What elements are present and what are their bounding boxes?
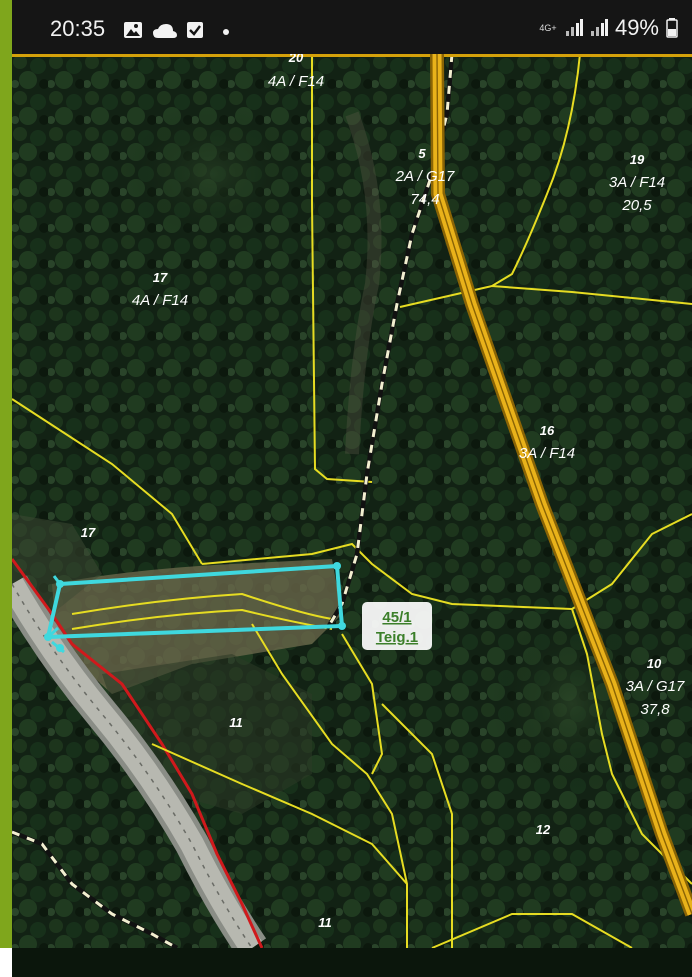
signal-icon — [565, 19, 583, 36]
svg-text:19: 19 — [630, 152, 645, 167]
svg-text:3A / G17: 3A / G17 — [626, 678, 685, 695]
cloud-icon — [153, 24, 177, 38]
selected-parcel-outline[interactable] — [44, 562, 346, 654]
checkbox-icon — [187, 22, 203, 38]
svg-text:2A / G17: 2A / G17 — [395, 168, 455, 185]
parcel-label-17b: 17 — [81, 525, 96, 540]
svg-text:10: 10 — [647, 656, 662, 671]
parcel-label-20: 20 4A / F14 — [268, 54, 324, 90]
svg-text:4A / F14: 4A / F14 — [268, 73, 324, 90]
image-icon — [124, 22, 142, 38]
vertex-handle[interactable] — [44, 633, 52, 641]
dot-icon — [223, 29, 229, 35]
parcel-label-10: 10 3A / G17 37,8 — [626, 656, 685, 718]
forest-track — [345, 111, 382, 455]
parcel-label-19: 19 3A / F14 20,5 — [609, 152, 665, 214]
orange-road-centerline — [436, 54, 692, 915]
svg-text:11: 11 — [229, 715, 243, 730]
map-view[interactable]: 45/1 Teig.1 20 4A / F14 5 2A / G17 74,4 … — [12, 54, 692, 948]
parcel-label-17: 17 4A / F14 — [132, 270, 188, 309]
svg-text:16: 16 — [540, 423, 555, 438]
vertex-handle[interactable] — [338, 622, 346, 630]
parcel-label-11: 11 — [229, 715, 243, 730]
svg-text:74,4: 74,4 — [410, 191, 439, 208]
vertex-handle[interactable] — [56, 644, 64, 652]
tree-cluster — [492, 614, 652, 794]
parcel-boundaries — [12, 54, 692, 948]
svg-text:37,8: 37,8 — [640, 701, 670, 718]
aerial-imagery — [12, 54, 692, 948]
red-boundary-line — [12, 558, 264, 948]
battery-percent: 49% — [614, 15, 659, 40]
svg-text:11: 11 — [318, 915, 332, 930]
signal-icon — [590, 19, 608, 36]
vertex-handle[interactable] — [333, 562, 341, 570]
network-type: 4G+ — [539, 22, 557, 33]
svg-text:17: 17 — [153, 270, 168, 285]
svg-text:20,5: 20,5 — [621, 197, 652, 214]
private-road-dash — [12, 830, 178, 948]
bottom-edge — [0, 948, 12, 977]
tree-cluster — [122, 104, 302, 244]
parcel-label-12: 12 — [536, 822, 551, 837]
vertex-handle[interactable] — [56, 580, 64, 588]
svg-text:3A / F14: 3A / F14 — [609, 174, 665, 191]
parcel-label-16: 16 3A / F14 — [519, 423, 575, 462]
parcel-label-11b: 11 — [318, 915, 332, 930]
selected-parcel-label[interactable]: 45/1 Teig.1 — [362, 602, 432, 650]
svg-text:4A / F14: 4A / F14 — [132, 292, 188, 309]
status-time: 20:35 — [50, 16, 106, 41]
svg-text:20: 20 — [288, 54, 304, 65]
svg-text:3A / F14: 3A / F14 — [519, 445, 575, 462]
battery-icon — [666, 18, 678, 38]
clearing-area — [52, 559, 342, 694]
svg-text:5: 5 — [418, 146, 426, 161]
parcel-name: Teig.1 — [376, 629, 418, 646]
parcel-number: 45/1 — [382, 609, 411, 626]
parcel-label-5: 5 2A / G17 74,4 — [395, 146, 455, 208]
svg-text:12: 12 — [536, 822, 551, 837]
status-bar: 20:35 4G+ 49% — [12, 0, 692, 54]
app-left-edge — [0, 0, 12, 948]
thin-forest-area — [102, 654, 312, 814]
svg-text:17: 17 — [81, 525, 96, 540]
road-centerline — [12, 583, 253, 948]
